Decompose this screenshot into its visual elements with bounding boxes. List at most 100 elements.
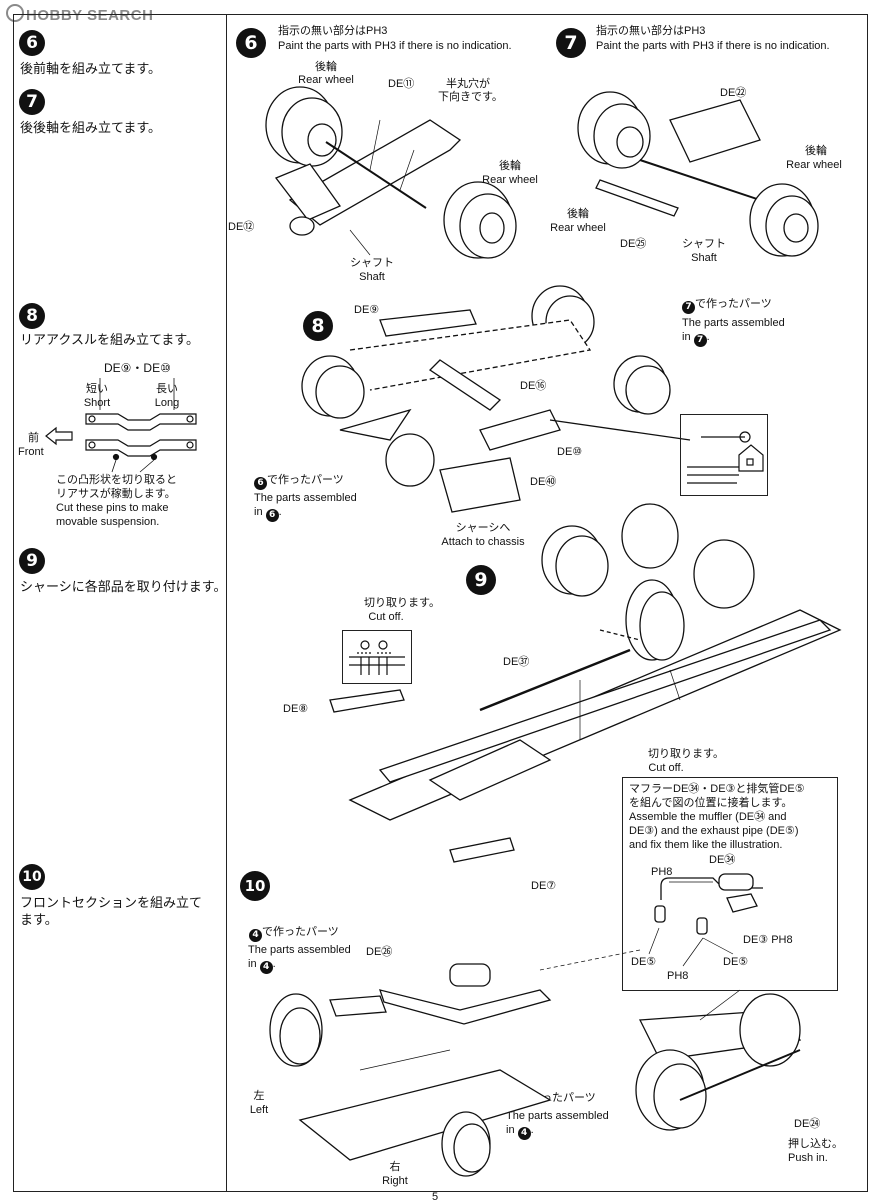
cut-off-label-en-2: Cut off. bbox=[648, 762, 684, 774]
rear-axle-assembly-illustration bbox=[301, 285, 691, 513]
logo-text: HOBBY SEARCH bbox=[26, 7, 154, 24]
step-7-paint-instruction-en: Paint the parts with PH3 if there is no … bbox=[596, 40, 830, 52]
step-9-number: 9 bbox=[26, 551, 38, 571]
logo-circle-icon bbox=[6, 4, 24, 22]
step-ref-4-icon: 4 bbox=[249, 929, 262, 942]
part-de25-label: DE㉕ bbox=[620, 238, 647, 250]
paint-ph8-label-b: PH8 bbox=[667, 970, 689, 982]
half-hole-note-2: 下向きです。 bbox=[438, 91, 503, 103]
made-in-7-label-en-1: The parts assembled bbox=[682, 317, 785, 329]
rear-wheel-label-en-2: Rear wheel bbox=[482, 174, 538, 186]
step-6-badge: 6 bbox=[19, 30, 45, 56]
step-9-description: シャーシに各部品を取り付けます。 bbox=[20, 580, 227, 595]
step-6-panel-badge: 6 bbox=[236, 28, 266, 58]
part-de5-label-b: DE⑤ bbox=[723, 956, 749, 968]
step-8-number: 8 bbox=[26, 306, 38, 326]
part-de5-label-a: DE⑤ bbox=[631, 956, 657, 968]
pin-note-en-2: movable suspension. bbox=[56, 516, 160, 528]
part-de11-label: DE⑪ bbox=[388, 78, 415, 90]
step-7-description: 後後軸を組み立てます。 bbox=[20, 121, 162, 136]
left-label-jp: 左 bbox=[253, 1090, 265, 1102]
made-in-4-label-en-2a: The parts assembled bbox=[506, 1110, 609, 1122]
muffler-note-jp-1: マフラーDE㉞・DE③と排気管DE⑤ bbox=[629, 783, 805, 795]
step-7-rear-wheel-jp-1: 後輪 bbox=[805, 145, 827, 157]
right-label-jp: 右 bbox=[389, 1161, 401, 1173]
rear-axle-parts-diagram bbox=[45, 378, 197, 473]
shaft-label-jp: シャフト bbox=[350, 257, 394, 269]
front-rear-axle-illustration bbox=[265, 86, 517, 259]
step-6-paint-instruction-en: Paint the parts with PH3 if there is no … bbox=[278, 40, 512, 52]
pivot-detail-drawing bbox=[687, 431, 764, 484]
step-ref-6-icon: 6 bbox=[254, 477, 267, 490]
short-label-jp: 短い bbox=[86, 383, 108, 395]
step-10-panel-badge: 10 bbox=[240, 871, 270, 901]
muffler-exhaust-diagram bbox=[648, 873, 763, 967]
front-section-illustration bbox=[269, 949, 802, 1177]
step-7-rear-wheel-jp-2: 後輪 bbox=[567, 208, 589, 220]
front-label-en: Front bbox=[18, 446, 44, 458]
short-label-en: Short bbox=[83, 397, 111, 409]
made-in-4-label-en-1a: The parts assembled bbox=[248, 944, 351, 956]
muffler-note-en-3: and fix them like the illustration. bbox=[629, 839, 783, 851]
step-7-paint-instruction-jp: 指示の無い部分はPH3 bbox=[596, 25, 706, 37]
step-7-rear-wheel-en-2: Rear wheel bbox=[550, 222, 606, 234]
made-in-7-label-en-2: in 7. bbox=[682, 331, 710, 347]
step-10-badge: 10 bbox=[19, 864, 45, 890]
muffler-note-box: マフラーDE㉞・DE③と排気管DE⑤ を組んで図の位置に接着します。 Assem… bbox=[622, 777, 838, 991]
left-label-en: Left bbox=[249, 1104, 269, 1116]
column-divider bbox=[226, 14, 227, 1192]
part-de12-label: DE⑫ bbox=[228, 221, 255, 233]
step-7-shaft-jp: シャフト bbox=[682, 238, 726, 250]
rear-rear-axle-illustration bbox=[577, 91, 819, 257]
step-7-shaft-en: Shaft bbox=[691, 252, 717, 264]
step-6-panel-number: 6 bbox=[244, 32, 258, 54]
part-de8-label: DE⑧ bbox=[283, 703, 309, 715]
muffler-note-jp-2: を組んで図の位置に接着します。 bbox=[629, 797, 793, 809]
step-6-number: 6 bbox=[26, 33, 38, 53]
step-6-description: 後前軸を組み立てます。 bbox=[20, 62, 162, 77]
part-de40-label: DE㊵ bbox=[530, 476, 557, 488]
cut-off-detail-drawing bbox=[349, 640, 405, 675]
step-ref-6-icon-2: 6 bbox=[265, 509, 279, 522]
part-de24-label: DE㉔ bbox=[794, 1118, 821, 1130]
part-de22-label: DE㉒ bbox=[720, 87, 747, 99]
step-7-number: 7 bbox=[26, 92, 38, 112]
step-10-description-2: ます。 bbox=[20, 913, 58, 928]
part-de7-label: DE⑦ bbox=[531, 880, 557, 892]
pin-note-jp-2: リアサスが稼動します。 bbox=[56, 488, 176, 500]
part-de37-label: DE㊲ bbox=[503, 656, 530, 668]
made-in-6-jp-text: で作ったパーツ bbox=[267, 474, 344, 486]
step-10-number: 10 bbox=[22, 869, 42, 885]
part-de34-label: DE㉞ bbox=[709, 854, 736, 866]
step-ref-7-icon: 7 bbox=[682, 301, 695, 314]
step-9-panel-badge: 9 bbox=[466, 565, 496, 595]
cut-off-label-en-1: Cut off. bbox=[368, 611, 404, 623]
step-9-panel-number: 9 bbox=[474, 569, 488, 591]
step-10-description-1: フロントセクションを組み立て bbox=[20, 896, 203, 911]
made-in-4-in-text-2: in bbox=[506, 1124, 515, 1136]
rear-wheel-label-jp: 後輪 bbox=[315, 61, 337, 73]
step-7-panel-number: 7 bbox=[564, 32, 578, 54]
step-8-panel-number: 8 bbox=[311, 315, 325, 337]
step-8-description: リアアクスルを組み立てます。 bbox=[20, 333, 200, 348]
chassis-assembly-illustration bbox=[329, 503, 842, 863]
made-in-4-jp-text-1: で作ったパーツ bbox=[262, 926, 339, 938]
long-label-en: Long bbox=[154, 397, 180, 409]
right-label-en: Right bbox=[382, 1175, 408, 1187]
attach-chassis-jp: シャーシへ bbox=[455, 522, 511, 534]
pin-note-jp-1: この凸形状を切り取ると bbox=[56, 474, 177, 486]
part-de26-label: DE㉖ bbox=[366, 946, 393, 958]
step-7-panel-badge: 7 bbox=[556, 28, 586, 58]
paint-ph8-label-a: PH8 bbox=[651, 866, 673, 878]
made-in-6-in-text: in bbox=[254, 506, 263, 518]
muffler-note-en-2: DE③) and the exhaust pipe (DE⑤) bbox=[629, 825, 799, 837]
step-9-badge: 9 bbox=[19, 548, 45, 574]
part-de9-label: DE⑨ bbox=[354, 304, 380, 316]
cut-off-label-jp-1: 切り取ります。 bbox=[364, 597, 440, 609]
part-de16-label: DE⑯ bbox=[520, 380, 547, 392]
step-ref-4-icon-4: 4 bbox=[517, 1127, 531, 1140]
part-de3-ph8-label: DE③ PH8 bbox=[743, 934, 793, 946]
rear-wheel-label-jp-2: 後輪 bbox=[499, 160, 521, 172]
